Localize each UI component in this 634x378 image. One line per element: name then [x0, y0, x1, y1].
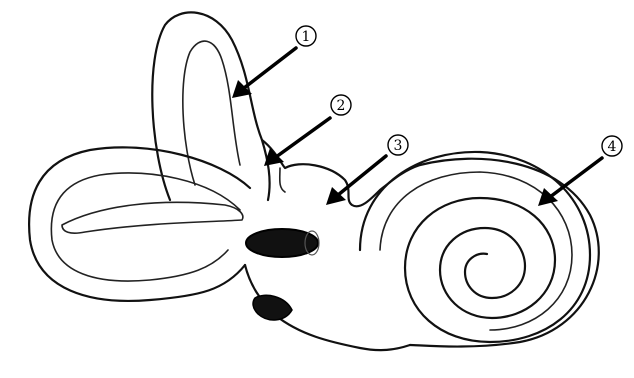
- semicircular-canal-superior: [152, 12, 269, 200]
- arrow-1: [232, 48, 296, 98]
- cochlea: [360, 152, 599, 347]
- arrow-2: [264, 118, 330, 166]
- svg-text:4: 4: [608, 139, 617, 155]
- svg-text:1: 1: [302, 29, 311, 45]
- label-3: 3: [388, 135, 408, 155]
- label-1: 1: [296, 26, 316, 46]
- arrow-4: [538, 158, 602, 206]
- label-2: 2: [331, 95, 351, 115]
- svg-text:3: 3: [394, 138, 403, 154]
- round-window: [253, 295, 292, 320]
- label-4: 4: [602, 136, 622, 156]
- svg-text:2: 2: [337, 98, 346, 114]
- semicircular-canal-horizontal: [29, 147, 250, 301]
